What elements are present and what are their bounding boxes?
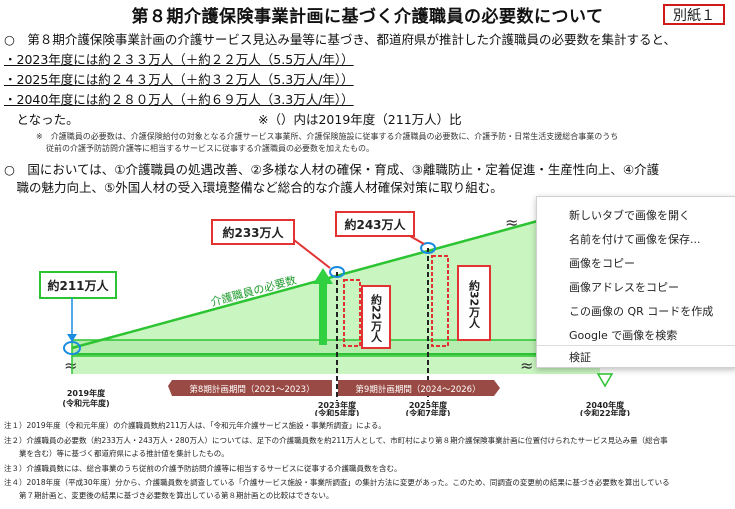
menu-open-image-new-tab[interactable]: 新しいタブで画像を開く (569, 209, 690, 222)
increase-label-2023: 約22万人 (370, 293, 384, 343)
footnote-2: 注２）介護職員の必要数（約233万人・243万人・280万人）については、足下の… (4, 436, 668, 445)
footnote-3: 注３）介護職員数には、総合事業のうち従前の介護予防訪問介護等に相当するサービスに… (4, 464, 402, 473)
footnote-1: 注１）2019年度（令和元年度）の介護職員数約211万人は、「令和元年介護サービ… (4, 421, 386, 430)
menu-separator (537, 345, 735, 346)
axis-break-top: ≈ (505, 213, 518, 232)
increase-bracket-2025 (431, 255, 449, 347)
menu-inspect[interactable]: 検証 (569, 351, 591, 364)
point-2023 (329, 266, 345, 278)
x-era-2040: (令和22年度) (580, 408, 630, 416)
increase-label-2025: 約32万人 (468, 279, 482, 329)
staffing-chart[interactable]: ≈ ≈ ≈ 約22万人 約32万人 約211万人 約233万人 約243万人 介… (0, 196, 735, 416)
callout-pointer-head-2019 (67, 334, 77, 342)
x-era-2023: (令和5年度) (315, 408, 360, 416)
x-label-2040: 2040年度 (586, 400, 625, 410)
menu-copy-image-address[interactable]: 画像アドレスをコピー (569, 281, 679, 294)
arrow-2040 (596, 373, 614, 388)
footnote-4-cont: 第７期計画と、変更後の結果に基づき必要数を算出している第８期計画との比較はできな… (4, 491, 334, 500)
axis-break-right: ≈ (520, 356, 533, 375)
summary-bullet-1: ○ 第８期介護保険事業計画の介護サービス見込み量等に基づき、都道府県が推計した介… (4, 32, 677, 47)
callout-box-2025 (335, 211, 415, 237)
summary-note-2: 従前の介護予防訪問介護等に相当するサービスに従事する介護職員の必要数を加えたもの… (46, 144, 374, 153)
callout-pointer-2025 (409, 235, 425, 245)
callout-2019: 約211万人 (47, 278, 109, 293)
menu-create-qr-code[interactable]: この画像の QR コードを作成 (569, 305, 714, 318)
summary-paren-note: ※（）内は2019年度（211万人）比 (258, 112, 462, 127)
callout-box-2023 (211, 219, 295, 245)
axis-break-left: ≈ (64, 356, 77, 375)
summary-line-2023: ・2023年度には約２３３万人（＋約２２万人（5.5万人/年）） (4, 52, 354, 67)
period-label-8: 第8期計画期間（2021～2023） (189, 384, 314, 395)
increase-box-2023 (361, 285, 391, 349)
point-2025 (420, 242, 436, 254)
callout-2023: 約233万人 (222, 225, 284, 240)
summary-bullet-2a: ○ 国においては、①介護職員の処遇改善、②多様な人材の確保・育成、③離職防止・定… (4, 162, 660, 177)
period-bar-8 (168, 380, 332, 396)
footnote-2-cont: 業を含む）等に基づく都道府県による推計値を集計したもの。 (4, 449, 229, 458)
growth-arrowhead-2023 (313, 268, 333, 284)
context-menu: 新しいタブで画像を開く 名前を付けて画像を保存... 画像をコピー 画像アドレス… (536, 196, 735, 368)
x-era-2019: (令和元年度) (62, 398, 109, 408)
x-label-2025: 2025年度 (409, 400, 448, 410)
summary-line-2025: ・2025年度には約２４３万人（＋約３２万人（5.3万人/年）） (4, 72, 354, 87)
callout-box-2019 (39, 271, 117, 299)
summary-conclusion: となった。 (4, 112, 79, 127)
menu-save-image-as[interactable]: 名前を付けて画像を保存... (569, 233, 701, 246)
summary-bullet-2b: 職の魅力向上、⑤外国人材の受入環境整備など総合的な介護人材確保対策に取り組む。 (4, 180, 503, 195)
attachment-badge: 別紙１ (663, 4, 725, 25)
callout-pointer-2023 (293, 239, 331, 269)
menu-copy-image[interactable]: 画像をコピー (569, 257, 635, 270)
summary-note-1: ※ 介護職員の必要数は、介護保険給付の対象となる介護サービス事業所、介護保険施設… (36, 132, 619, 141)
increase-bracket-2023 (343, 279, 361, 347)
x-era-2025: (令和7年度) (406, 408, 451, 416)
period-bar-9 (338, 380, 500, 396)
footnote-4: 注４）2018年度（平成30年度）分から、介護職員数を調査している「介護サービス… (4, 478, 670, 487)
increase-box-2025 (457, 265, 491, 341)
menu-search-image-google[interactable]: Google で画像を検索 (569, 329, 678, 342)
x-label-2023: 2023年度 (318, 400, 357, 410)
growth-arrow-2023 (319, 281, 327, 345)
callout-2025: 約243万人 (344, 217, 406, 232)
x-label-2019: 2019年度 (67, 388, 106, 398)
period-label-9: 第9期計画期間（2024～2026） (355, 384, 480, 395)
page-title: 第８期介護保険事業計画に基づく介護職員の必要数について (131, 7, 604, 27)
summary-line-2040: ・2040年度には約２８０万人（＋約６９万人（3.3万人/年）） (4, 92, 354, 107)
